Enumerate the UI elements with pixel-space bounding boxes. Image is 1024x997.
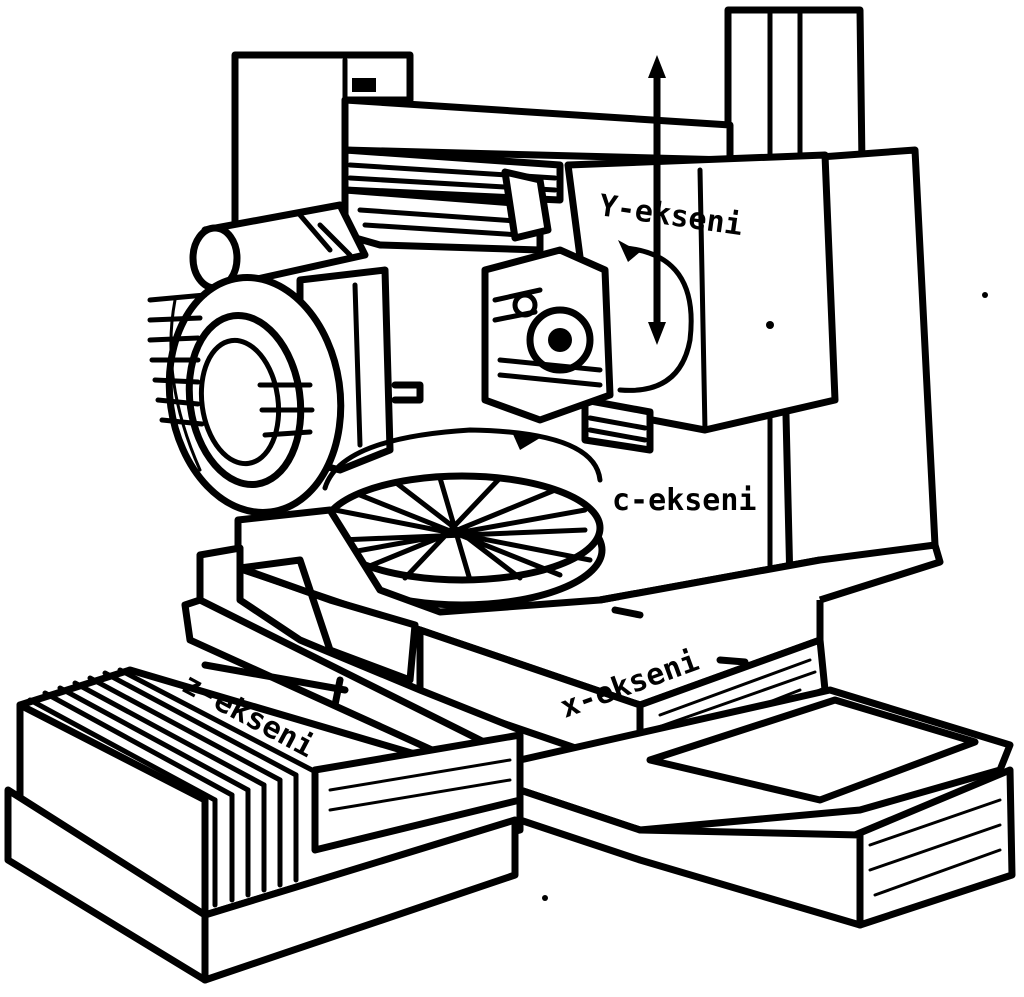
right-base: [516, 686, 1016, 929]
x-slide: [181, 544, 524, 794]
y-axis-arrow: [617, 55, 694, 393]
crossbeam: [341, 96, 734, 254]
grinding-wheel: [147, 274, 345, 516]
c-axis-label: c-ekseni: [612, 483, 757, 518]
saddle: [234, 506, 944, 774]
axis-markers: [201, 292, 988, 901]
spindle-head: [481, 246, 614, 424]
z-block: [4, 666, 524, 984]
